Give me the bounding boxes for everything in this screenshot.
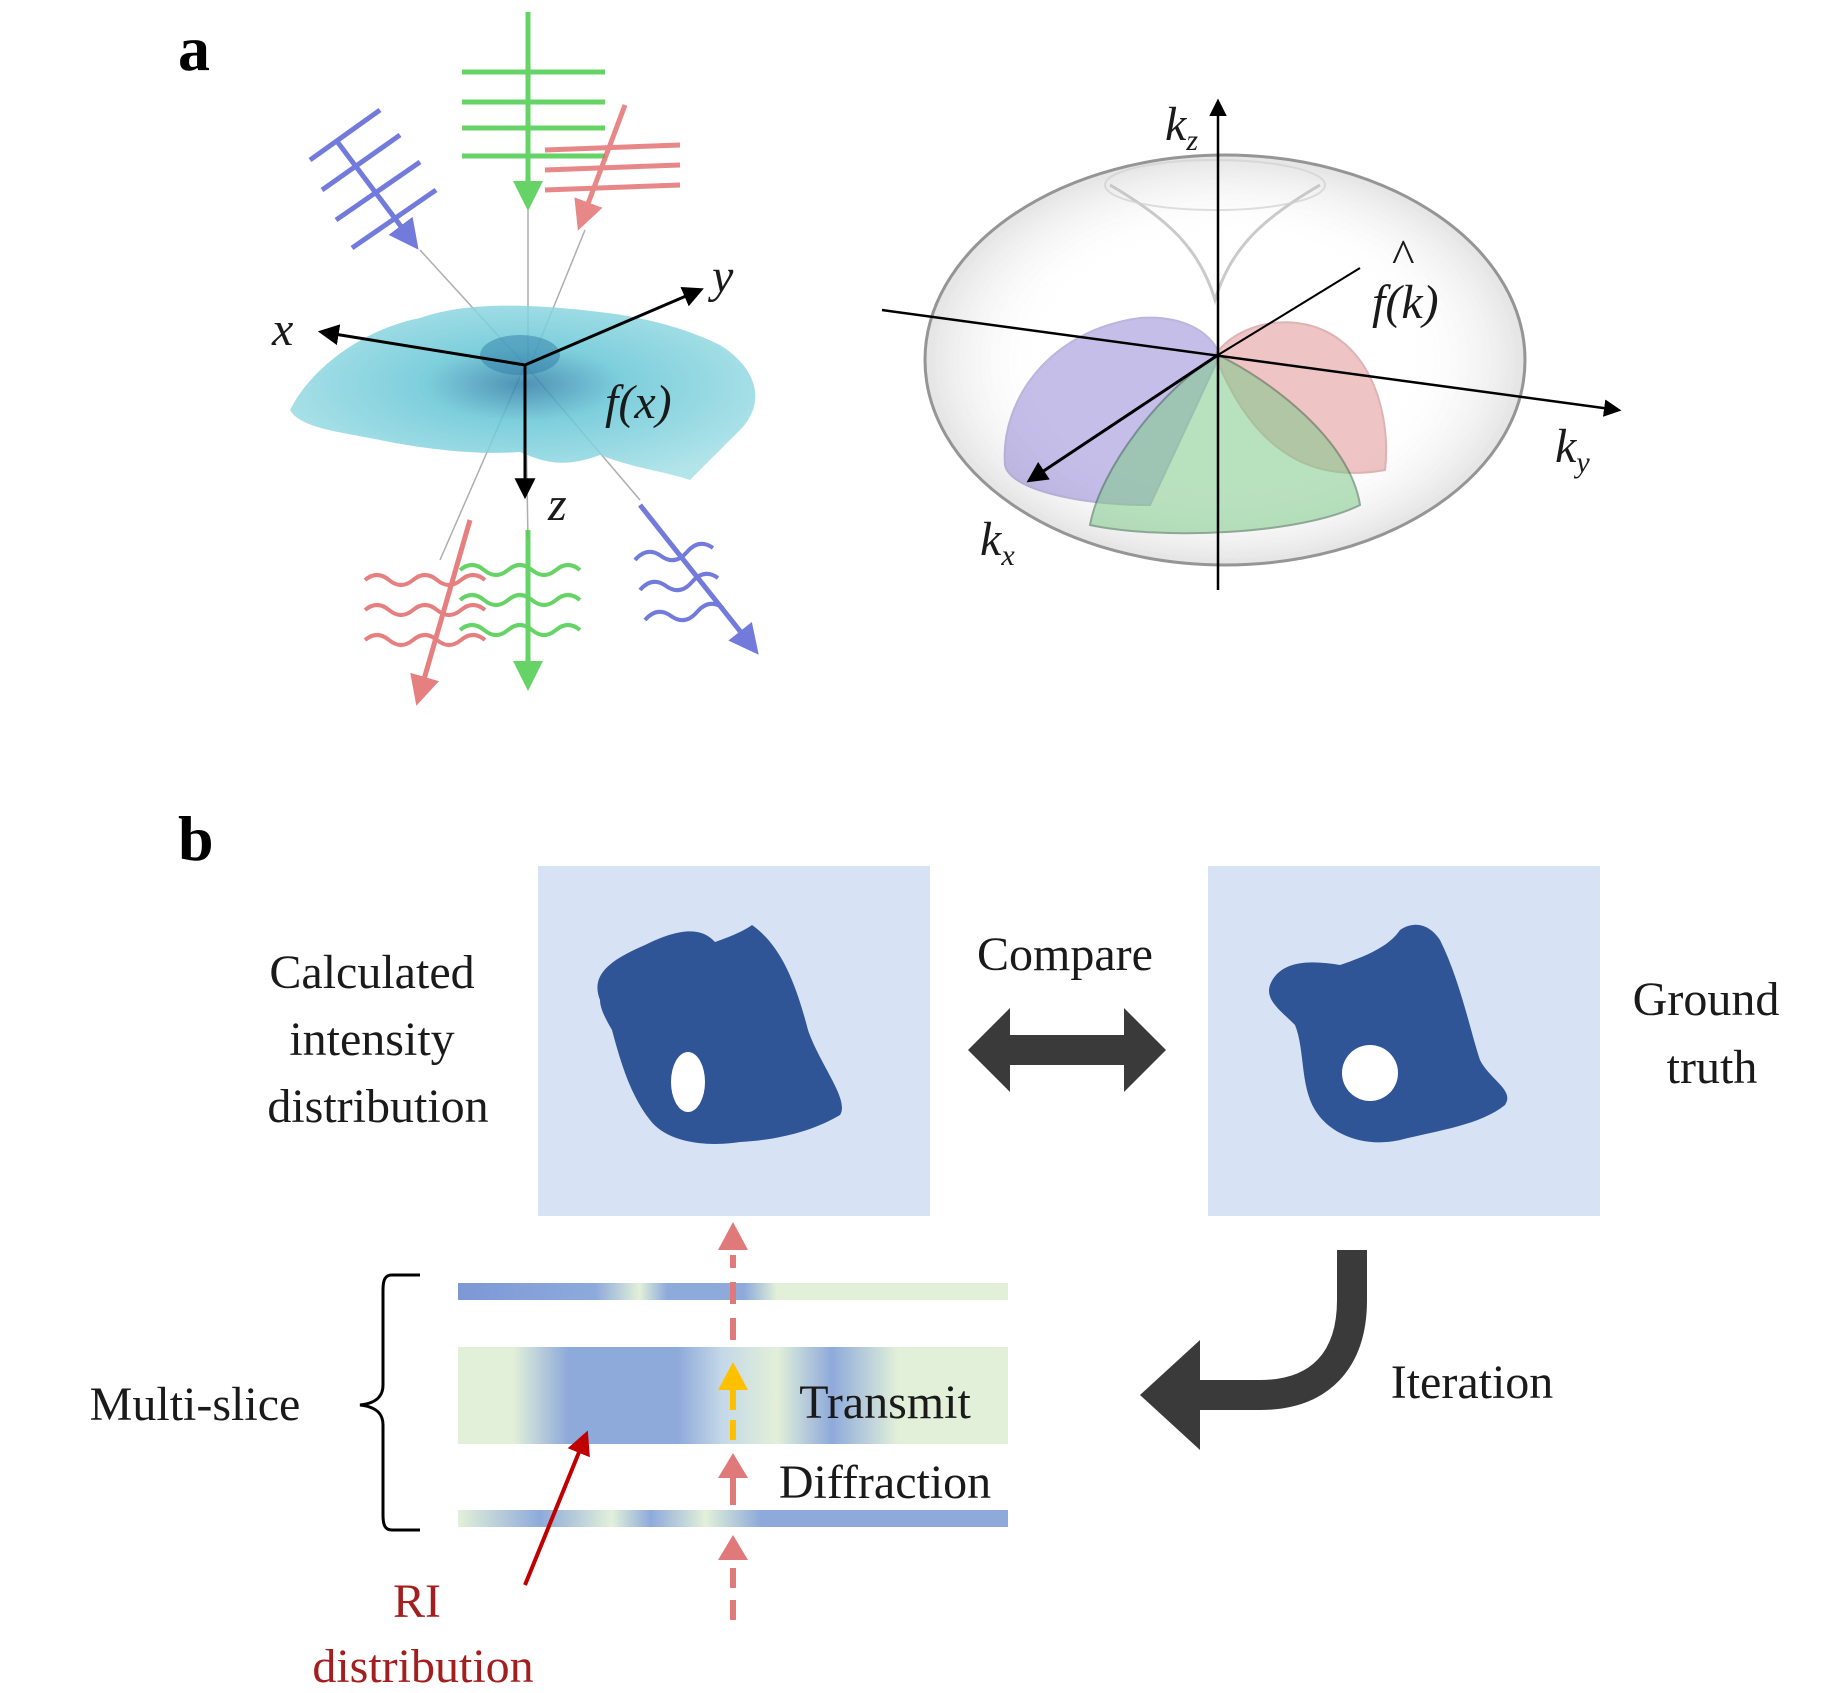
object-label: f(x): [605, 376, 672, 429]
axis-y-label: y: [707, 250, 734, 303]
multislice-brace-icon: [359, 1273, 420, 1532]
axis-ky: [881, 308, 1622, 417]
axis-z-label: z: [547, 478, 567, 531]
calculated-label: Calculated intensity distribution: [267, 946, 488, 1133]
spectrum-pointer: [1217, 267, 1361, 356]
multislice-label: Multi-slice: [90, 1378, 301, 1431]
ground-truth-cell-hole: [1342, 1045, 1398, 1101]
axis-kx: [1026, 353, 1219, 483]
scattered-wave-green: [458, 530, 582, 691]
propagation-arrows: [718, 1222, 748, 1620]
ground-truth-label: Ground truth: [1633, 973, 1792, 1094]
calculated-intensity-panel: [538, 866, 930, 1216]
axis-kz-label: kz: [1165, 98, 1198, 157]
sample-object: [290, 305, 756, 480]
calculated-cell-shape: [597, 925, 843, 1144]
panel-a-letter: a: [178, 13, 210, 84]
axis-x-label: x: [271, 303, 293, 356]
ri-label: RI distribution: [312, 1575, 533, 1688]
spectrum-hat: ^: [1392, 230, 1415, 283]
incident-wave-red: [544, 104, 681, 231]
ground-truth-cell-shape: [1269, 924, 1508, 1143]
calculated-cell-hole: [671, 1052, 705, 1112]
axis-ky-label: ky: [1555, 420, 1590, 479]
incident-wave-blue: [308, 107, 438, 251]
slice-bottom: [458, 1510, 1008, 1527]
compare-label: Compare: [977, 928, 1153, 981]
axis-kx-label: kx: [980, 513, 1015, 572]
panel-b-letter: b: [178, 803, 214, 874]
diffraction-label: Diffraction: [779, 1456, 991, 1509]
axis-x: [317, 324, 526, 367]
axis-y: [524, 286, 704, 367]
iteration-label: Iteration: [1391, 1356, 1554, 1409]
ground-truth-panel: [1208, 866, 1600, 1216]
iteration-arrow-icon: [1140, 1250, 1367, 1450]
k-space-illustration: kz ky kx f(k) ^: [881, 98, 1622, 590]
cap-green: [1088, 353, 1362, 535]
scattered-wave-red: [363, 519, 487, 706]
ri-pointer-arrow: [523, 1430, 590, 1586]
spectrum-label: f(k): [1372, 276, 1439, 329]
scattered-wave-blue: [633, 503, 759, 655]
transmit-label: Transmit: [799, 1376, 971, 1429]
real-space-illustration: x y z f(x): [271, 12, 759, 706]
compare-double-arrow-icon: [968, 1008, 1166, 1092]
incident-wave-green: [462, 12, 605, 211]
